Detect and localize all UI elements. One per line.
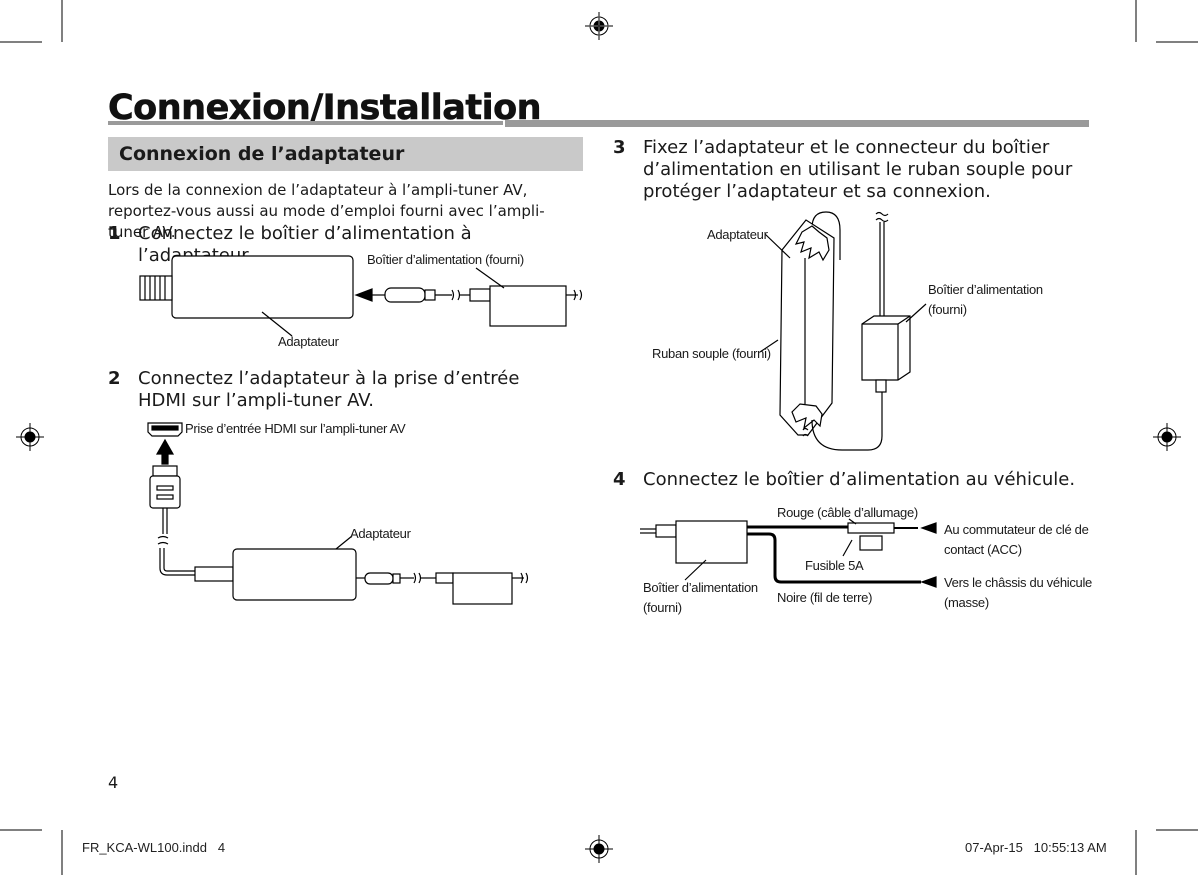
slug-timestamp: 07-Apr-15 10:55:13 AM xyxy=(965,840,1107,855)
fig4-label-power-box-line2: (fourni) xyxy=(643,600,682,615)
fig3-label-power-box: Boîtier d’alimentation (fourni) xyxy=(928,280,1043,320)
registration-mark-right xyxy=(1153,423,1181,451)
step-3-number: 3 xyxy=(613,137,626,158)
fig4-label-red: Rouge (câble d’allumage) xyxy=(777,505,918,520)
fig1-label-adapter: Adaptateur xyxy=(278,334,339,349)
fig4-fuse-holder xyxy=(847,522,895,534)
fig4-label-acc-line2: contact (ACC) xyxy=(944,542,1022,557)
step-1-number: 1 xyxy=(108,223,121,244)
section-header xyxy=(108,137,583,171)
fig3-label-adapter: Adaptateur xyxy=(707,227,768,242)
fig4-label-fuse: Fusible 5A xyxy=(805,558,864,573)
fig4-label-acc: Au commutateur de clé de contact (ACC) xyxy=(944,520,1089,560)
page-number: 4 xyxy=(108,773,119,792)
registration-mark-left xyxy=(16,423,44,451)
fig4-power-box xyxy=(675,520,748,564)
fig4-label-ground-line1: Vers le châssis du véhicule xyxy=(944,575,1092,590)
section-title: Connexion de l’adaptateur xyxy=(119,143,405,165)
step-4-number: 4 xyxy=(613,469,626,490)
fig4-label-acc-line1: Au commutateur de clé de xyxy=(944,522,1089,537)
fig2-adapter-body xyxy=(232,548,357,601)
registration-mark-top xyxy=(585,12,613,40)
step-2-number: 2 xyxy=(108,368,121,389)
fig2-power-box xyxy=(452,572,513,605)
fig2-label-adapter: Adaptateur xyxy=(350,526,411,541)
title-underline xyxy=(108,121,503,125)
fig3-label-power-box-line1: Boîtier d’alimentation xyxy=(928,282,1043,297)
fig1-power-box xyxy=(489,285,567,327)
fig4-label-ground: Vers le châssis du véhicule (masse) xyxy=(944,573,1092,613)
fig1-label-power-box: Boîtier d’alimentation (fourni) xyxy=(367,252,524,267)
slug-filename: FR_KCA-WL100.indd 4 xyxy=(82,840,226,855)
fig4-label-power-box: Boîtier d’alimentation (fourni) xyxy=(643,578,758,618)
fig4-label-power-box-line1: Boîtier d’alimentation xyxy=(643,580,758,595)
intro-text: Lors de la connexion de l’adaptateur à l… xyxy=(108,181,545,241)
step-4-text: Connectez le boîtier d’alimentation au v… xyxy=(643,469,1076,490)
step-3-text: Fixez l’adaptateur et le connecteur du b… xyxy=(643,137,1073,202)
fig3-label-tape: Ruban souple (fourni) xyxy=(652,346,771,361)
fig4-label-ground-line2: (masse) xyxy=(944,595,989,610)
fig4-black-wire xyxy=(747,532,921,584)
fig3-label-power-box-line2: (fourni) xyxy=(928,302,967,317)
title-rule xyxy=(505,120,1089,127)
fig2-label-hdmi: Prise d’entrée HDMI sur l’ampli-tuner AV xyxy=(185,421,406,436)
fig4-label-black: Noire (fil de terre) xyxy=(777,590,873,605)
registration-mark-bottom xyxy=(585,835,613,863)
fig3-adapter-wrapped xyxy=(779,219,835,436)
step-2-text: Connectez l’adaptateur à la prise d’entr… xyxy=(138,368,520,411)
